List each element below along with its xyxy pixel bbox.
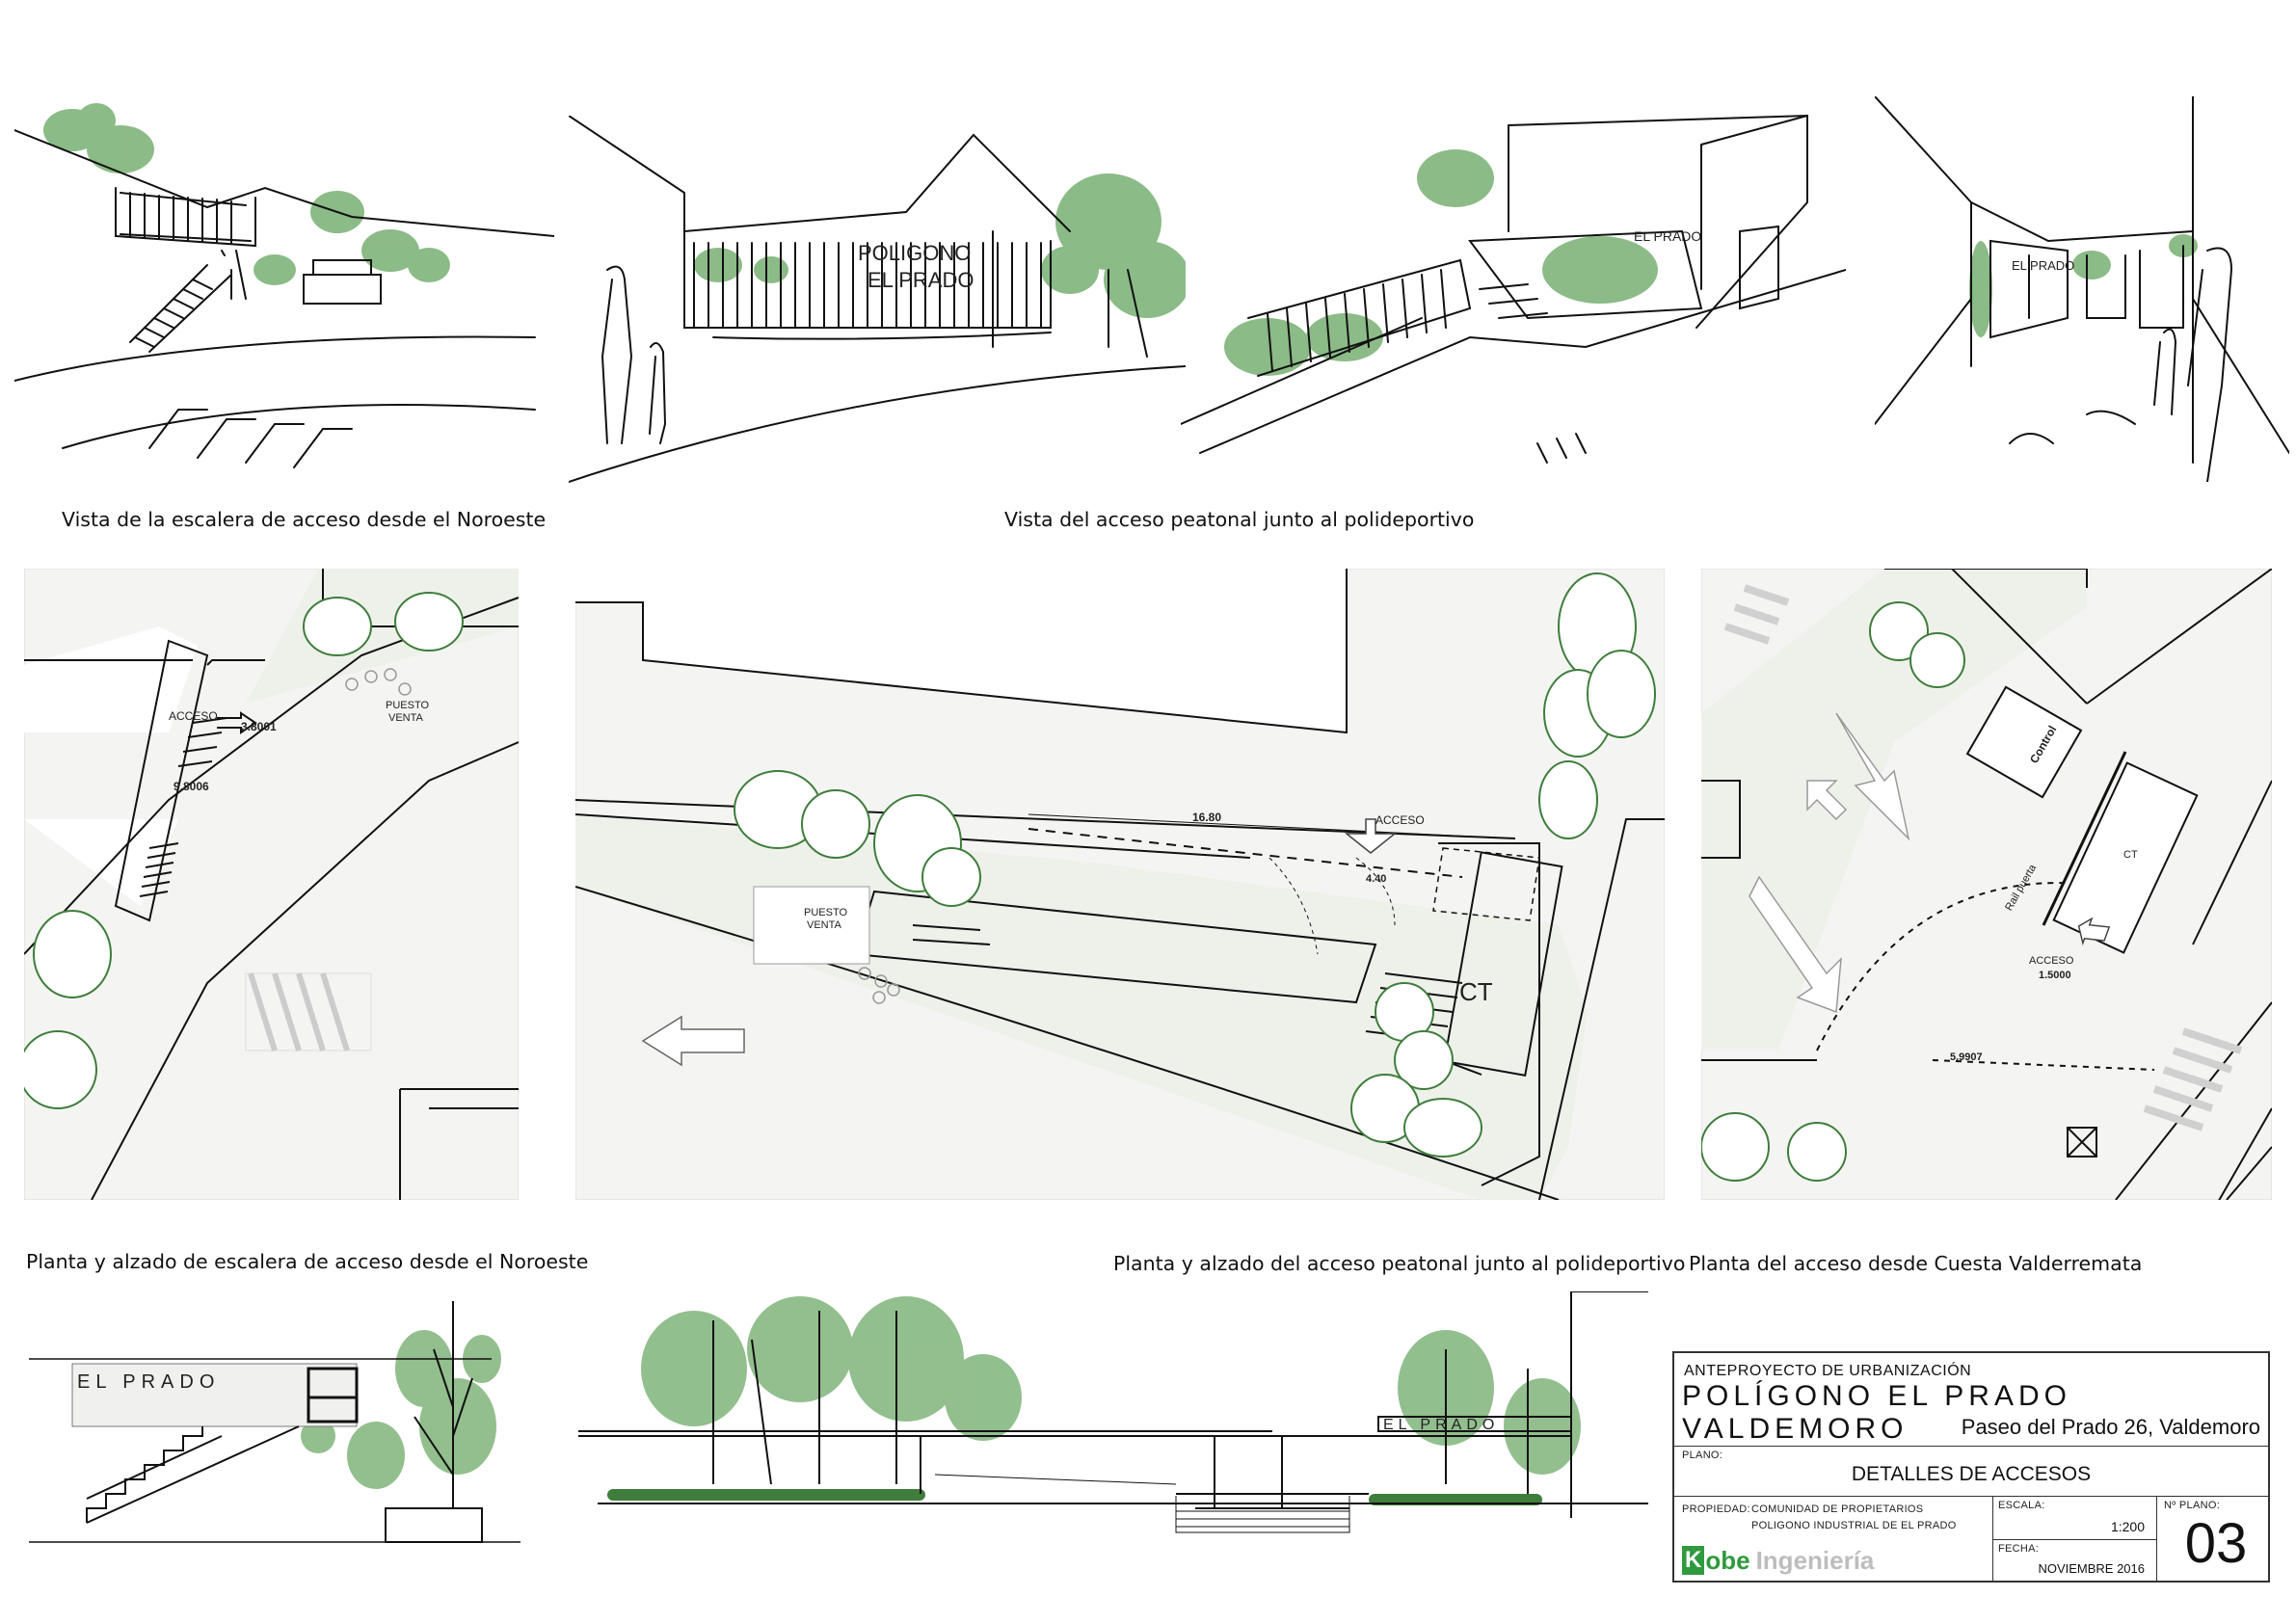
gate-sign-2: EL PRADO xyxy=(868,268,974,292)
escala-value: 1:200 xyxy=(2110,1519,2145,1534)
project-name: POLÍGONO EL PRADO VALDEMORO xyxy=(1682,1380,2071,1445)
propiedad-line1: COMUNIDAD DE PROPIETARIOS xyxy=(1751,1503,1924,1515)
sign-right: EL PRADO xyxy=(2012,258,2074,273)
plano-num-label: Nº PLANO: xyxy=(2164,1500,2221,1511)
caption-plan-polideportivo: Planta y alzado del acceso peatonal junt… xyxy=(1113,1252,1686,1275)
logo-obe: obe xyxy=(1705,1545,1750,1575)
plan-center-ct: CT xyxy=(1459,977,1493,1006)
plan-left-venta: VENTA xyxy=(388,712,424,724)
plan-right-acceso: ACCESO xyxy=(2029,955,2074,967)
elevation-noroeste: EL PRADO xyxy=(29,1291,521,1552)
plan-center-puesto: PUESTO xyxy=(804,907,847,918)
escala-label: ESCALA: xyxy=(1998,1500,2045,1511)
plano-num: 03 xyxy=(2184,1512,2248,1575)
sketch-polideportivo-gate: POLIGONO EL PRADO xyxy=(569,116,1186,492)
plan-right-dim-length: 5.9907 xyxy=(1950,1051,1983,1063)
plan-right-dim-width: 1.5000 xyxy=(2039,970,2071,981)
gate-sign-1: POLIGONO xyxy=(858,241,971,265)
caption-sketch-polideportivo: Vista del acceso peatonal junto al polid… xyxy=(1004,508,1475,531)
logo-ingenieria: Ingeniería xyxy=(1755,1545,1875,1575)
company-logo: K obe Ingeniería xyxy=(1682,1543,1874,1578)
title-block: ANTEPROYECTO DE URBANIZACIÓN POLÍGONO EL… xyxy=(1672,1351,2270,1583)
sign-top: EL PRADO xyxy=(1634,228,1701,244)
plan-polideportivo: 16.80 ACCESO 4.40 PUESTO VENTA CT xyxy=(575,569,1665,1200)
plan-center-venta: VENTA xyxy=(807,919,842,931)
elevation-left-sign: EL PRADO xyxy=(77,1371,220,1393)
sketch-noroeste xyxy=(14,92,554,477)
plan-left-dim-width: 3.8001 xyxy=(241,720,277,733)
plan-left-dim-length: 9.8006 xyxy=(174,780,209,793)
caption-plan-noroeste: Planta y alzado de escalera de acceso de… xyxy=(26,1250,589,1273)
sketch-polideportivo-aerial: EL PRADO xyxy=(1181,96,1846,482)
plan-noroeste: ACCESO 3.8001 9.8006 PUESTO VENTA xyxy=(24,569,519,1200)
elevation-polideportivo: EL PRADO xyxy=(578,1291,1648,1542)
sketch-valderremata: EL PRADO xyxy=(1875,96,2289,482)
plan-left-puesto: PUESTO xyxy=(386,700,429,711)
propiedad-label: PROPIEDAD: xyxy=(1682,1503,1750,1515)
elevation-center-sign: EL PRADO xyxy=(1383,1417,1499,1433)
project-type: ANTEPROYECTO DE URBANIZACIÓN xyxy=(1684,1363,1972,1379)
fecha-label: FECHA: xyxy=(1998,1543,2040,1555)
fecha-value: NOVIEMBRE 2016 xyxy=(2038,1561,2145,1576)
caption-plan-valderremata: Planta del acceso desde Cuesta Valderrem… xyxy=(1689,1252,2143,1275)
propiedad-line2: POLIGONO INDUSTRIAL DE EL PRADO xyxy=(1751,1520,1957,1531)
plan-right-ct: CT xyxy=(2123,849,2138,861)
plan-left-acceso: ACCESO xyxy=(169,709,218,723)
logo-k: K xyxy=(1682,1546,1705,1575)
plan-center-acceso: ACCESO xyxy=(1375,813,1425,827)
plan-center-dim-width: 4.40 xyxy=(1366,873,1386,885)
plan-center-dim-length: 16.80 xyxy=(1192,811,1221,824)
caption-sketch-noroeste: Vista de la escalera de acceso desde el … xyxy=(62,508,547,531)
address: Paseo del Prado 26, Valdemoro xyxy=(1961,1415,2260,1439)
plano-label: PLANO: xyxy=(1682,1450,1723,1461)
plan-valderremata: Control CT Rail puerta ACCESO 1.5000 5.9… xyxy=(1701,569,2272,1200)
plano-title: DETALLES DE ACCESOS xyxy=(1851,1463,2092,1485)
